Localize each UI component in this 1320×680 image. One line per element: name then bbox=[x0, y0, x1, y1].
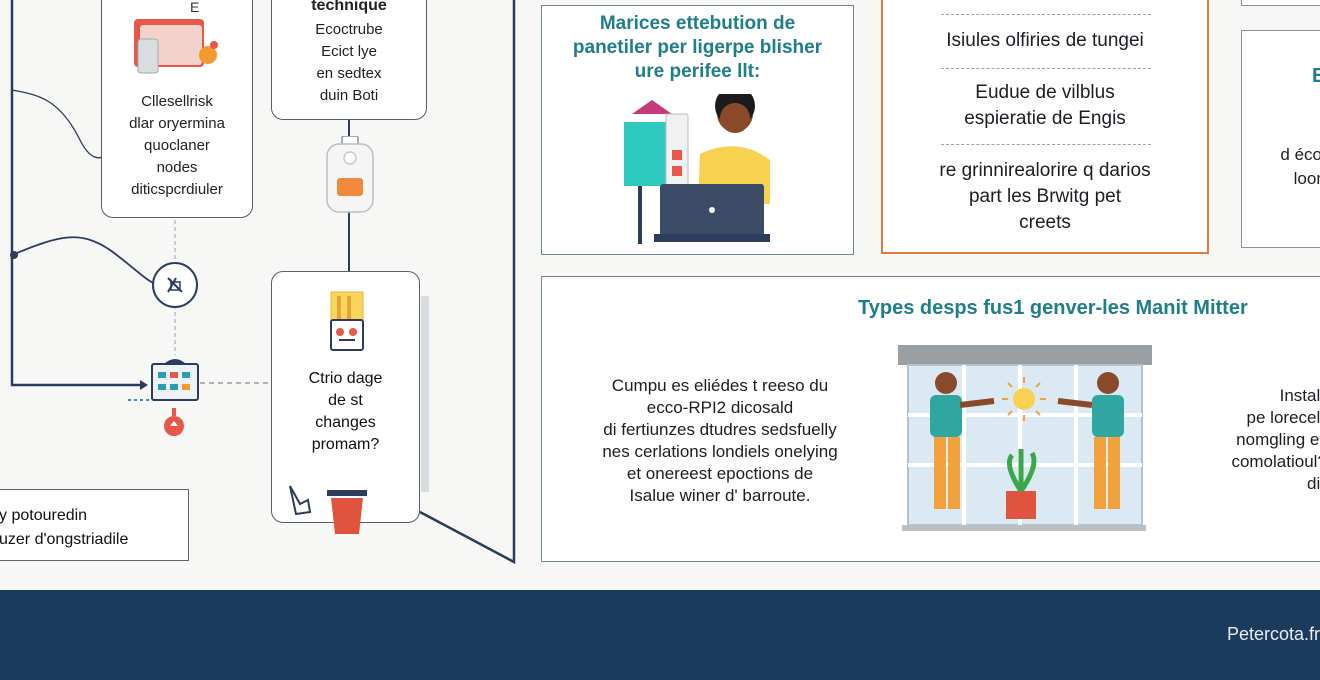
connector-wires bbox=[10, 0, 516, 565]
footer-bar: Petercota.fr bbox=[0, 590, 1320, 680]
orange-item-3-line-3: creets bbox=[1019, 212, 1071, 233]
window-people-illustration bbox=[894, 345, 1154, 535]
top-teal-box: Marices ettebution de panetiler per lige… bbox=[541, 5, 854, 255]
change-card-shadow bbox=[421, 296, 429, 492]
orange-item-2-line-1: Eudue de vilblus bbox=[975, 82, 1115, 103]
orange-item-3-line-2: part les Brwitg pet bbox=[968, 186, 1122, 207]
teal-title-line-2: panetiler per ligerpe blisher bbox=[572, 37, 823, 58]
lab-jar-icon bbox=[325, 135, 375, 214]
hand-pointer-icon bbox=[282, 482, 318, 518]
technique-line-4: duin Boti bbox=[319, 87, 379, 104]
left-card-line-2: dlar oryermina bbox=[129, 115, 225, 132]
left-card-line-1: Cllesellrisk bbox=[141, 93, 213, 110]
bottom-left-line-2: uzer d'ongstriadile bbox=[0, 531, 129, 548]
folder-icon bbox=[130, 11, 218, 74]
footer-site-link[interactable]: Petercota.fr bbox=[1226, 624, 1320, 644]
arrow-node-icon bbox=[152, 262, 198, 308]
lower-left-line-3: di fertiunzes dtudres sedsfuelly bbox=[603, 420, 837, 439]
technique-line-2: Ecict lye bbox=[321, 43, 377, 60]
teal-title-line-3: ure perifee llt: bbox=[634, 61, 761, 82]
bin-icon bbox=[326, 490, 368, 536]
technique-title: technique bbox=[311, 0, 387, 14]
right-edge-line-2: loor bbox=[1293, 169, 1320, 188]
lower-right-line-5: disid bbox=[1307, 474, 1320, 493]
lower-teal-box: Types desps fus1 genver‑les Manit Mitter… bbox=[541, 276, 1320, 562]
right-edge-box: E d éco loor bbox=[1241, 30, 1320, 248]
orange-item-1: Isiules olfiries de tungei bbox=[946, 30, 1144, 51]
lower-left-line-6: Isalue winer d' barroute. bbox=[629, 486, 811, 505]
change-line-1: Ctrio dage bbox=[308, 370, 383, 387]
clipboard-icon bbox=[327, 290, 367, 354]
pin-icon bbox=[162, 408, 186, 440]
lower-left-line-2: ecco-RPI2 dicosald bbox=[646, 398, 794, 417]
left-card-line-3: quoclaner bbox=[144, 137, 210, 154]
folder-letter: E bbox=[190, 0, 200, 15]
change-line-4: promam? bbox=[311, 436, 380, 453]
lower-right-line-2: pe lorecelles bbox=[1246, 408, 1320, 427]
right-edge-top-box bbox=[1241, 0, 1320, 6]
right-edge-line-1: d éco bbox=[1280, 145, 1320, 164]
orange-box: Isiules olfiries de tungei Eudue de vilb… bbox=[881, 0, 1209, 254]
lower-right-line-3: nomgling es d bbox=[1236, 430, 1320, 449]
lower-left-line-4: nes cerlations londiels onelying bbox=[602, 442, 838, 461]
change-card: Ctrio dage de st changes promam? bbox=[271, 271, 420, 534]
technique-line-1: Ecoctrube bbox=[315, 21, 383, 38]
orange-item-2-line-2: espieratie de Engis bbox=[964, 108, 1126, 129]
right-edge-letter: E bbox=[1312, 65, 1320, 87]
diagram-canvas: E Cllesellrisk dlar oryermina quoclaner … bbox=[0, 0, 1320, 565]
lower-right-line-1: Installati bbox=[1279, 386, 1320, 405]
calendar-tray-icon bbox=[148, 354, 202, 404]
change-line-2: de st bbox=[328, 392, 363, 409]
change-line-3: changes bbox=[315, 414, 376, 431]
lower-left-line-5: et onereest epoctions de bbox=[626, 464, 814, 483]
technique-card: technique Ecoctrube Ecict lye en sedtex … bbox=[271, 0, 427, 120]
laptop-person-illustration bbox=[620, 86, 790, 246]
bottom-left-line-1: y potouredin bbox=[0, 507, 88, 524]
left-card-line-5: diticspcrdiuler bbox=[131, 181, 223, 198]
left-info-card: E Cllesellrisk dlar oryermina quoclaner … bbox=[101, 0, 253, 218]
bottom-left-box: y potouredin uzer d'ongstriadile bbox=[0, 489, 189, 561]
lower-left-line-1: Cumpu es eliédes t reeso du bbox=[611, 376, 829, 395]
lower-teal-title: Types desps fus1 genver‑les Manit Mitter bbox=[858, 297, 1248, 319]
technique-line-3: en sedtex bbox=[316, 65, 382, 82]
teal-title-line-1: Marices ettebution de bbox=[599, 13, 796, 34]
left-card-line-4: nodes bbox=[156, 159, 198, 176]
orange-item-3-line-1: re grinnirealorire q darios bbox=[939, 160, 1151, 181]
lower-right-line-4: comolatioul? fr bbox=[1231, 452, 1320, 471]
